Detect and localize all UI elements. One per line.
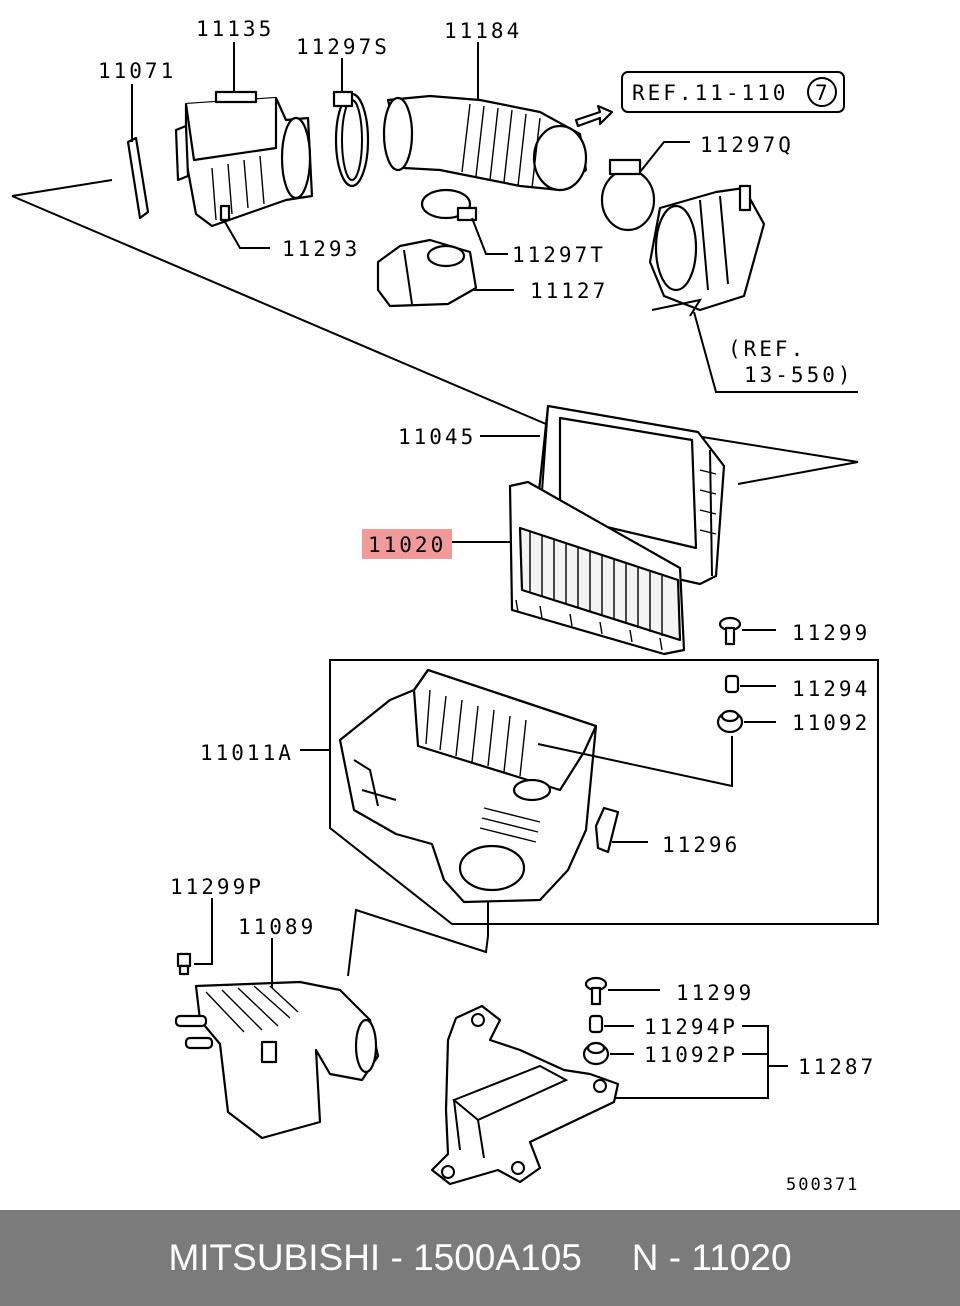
label-11297q: 11297Q bbox=[700, 133, 794, 157]
label-ref-11110: REF.11-110 bbox=[632, 81, 788, 105]
leader-11297t bbox=[471, 217, 508, 255]
label-11045: 11045 bbox=[398, 425, 476, 449]
label-11294: 11294 bbox=[792, 677, 870, 701]
label-11297s: 11297S bbox=[296, 35, 390, 59]
leader-grommet-case bbox=[537, 736, 733, 788]
label-11294p: 11294P bbox=[644, 1015, 738, 1039]
bolt-11299p bbox=[176, 952, 192, 976]
throttle-body bbox=[648, 184, 766, 317]
sensor-11135 bbox=[174, 90, 314, 228]
duct-11089 bbox=[174, 980, 380, 1140]
diagram-number: 500371 bbox=[786, 1175, 859, 1195]
gasket-11071 bbox=[126, 136, 150, 220]
label-11293: 11293 bbox=[282, 237, 360, 261]
ref-arrow bbox=[574, 104, 614, 128]
label-11127: 11127 bbox=[530, 279, 608, 303]
grommet-11092p bbox=[582, 1041, 610, 1066]
label-11296: 11296 bbox=[662, 833, 740, 857]
highlight-11020 bbox=[362, 529, 452, 559]
parts-diagram: 11135 11297S 11184 11071 REF.11-110 7 11… bbox=[11, 17, 879, 1195]
label-ref-11110-num: 7 bbox=[815, 81, 828, 105]
case-group-box bbox=[329, 659, 879, 925]
label-11299-a: 11299 bbox=[792, 621, 870, 645]
diagram-canvas: 11135 11297S 11184 11071 REF.11-110 7 11… bbox=[11, 17, 879, 1195]
plane-line bbox=[695, 435, 859, 485]
plane-line-lower bbox=[347, 902, 489, 977]
label-11089: 11089 bbox=[238, 915, 316, 939]
clip-11296 bbox=[594, 806, 620, 854]
footer-ref: N - 11020 bbox=[631, 1237, 792, 1278]
ref-box-11110 bbox=[621, 71, 845, 113]
footer-brand-part: MITSUBISHI - 1500A105 bbox=[168, 1237, 582, 1278]
label-ref-13550-b: 13-550) bbox=[744, 363, 854, 387]
collar-11294p bbox=[588, 1014, 604, 1034]
label-ref-13550-a: (REF. bbox=[728, 337, 806, 361]
leader-11297q bbox=[639, 141, 690, 173]
label-11299p: 11299P bbox=[170, 875, 264, 899]
plane-line bbox=[11, 195, 547, 425]
screw-11293 bbox=[219, 204, 231, 222]
collar-11294 bbox=[724, 674, 740, 694]
plane-line bbox=[11, 179, 113, 197]
bracket-11287 bbox=[430, 1004, 620, 1186]
resonator-11127 bbox=[376, 238, 478, 308]
leader-11287 bbox=[606, 1025, 788, 1099]
ref-circle bbox=[807, 77, 837, 107]
case-11011a bbox=[338, 668, 598, 904]
label-11092: 11092 bbox=[792, 711, 870, 735]
label-11011a: 11011A bbox=[200, 741, 294, 765]
clamp-11297s bbox=[332, 90, 370, 188]
label-11135: 11135 bbox=[196, 17, 274, 41]
clamp-11297t bbox=[420, 188, 478, 222]
leader-ref13550 bbox=[693, 311, 858, 393]
label-11297t: 11297T bbox=[512, 243, 606, 267]
label-11184: 11184 bbox=[444, 19, 522, 43]
leader-11299p bbox=[194, 898, 213, 965]
label-11092p: 11092P bbox=[644, 1043, 738, 1067]
footer-bar: MITSUBISHI - 1500A105 N - 11020 bbox=[0, 1210, 960, 1306]
hose-11184 bbox=[382, 94, 588, 192]
clamp-11297q bbox=[600, 158, 656, 232]
label-11071: 11071 bbox=[98, 59, 176, 83]
bolt-11299-b bbox=[584, 976, 608, 1006]
label-11299-b: 11299 bbox=[676, 981, 754, 1005]
label-11020: 11020 bbox=[368, 533, 446, 557]
grommet-11092 bbox=[716, 709, 744, 734]
label-11287: 11287 bbox=[798, 1055, 876, 1079]
bolt-11299-a bbox=[718, 616, 742, 646]
filter-11020 bbox=[508, 480, 686, 656]
leader-11293 bbox=[224, 221, 270, 249]
